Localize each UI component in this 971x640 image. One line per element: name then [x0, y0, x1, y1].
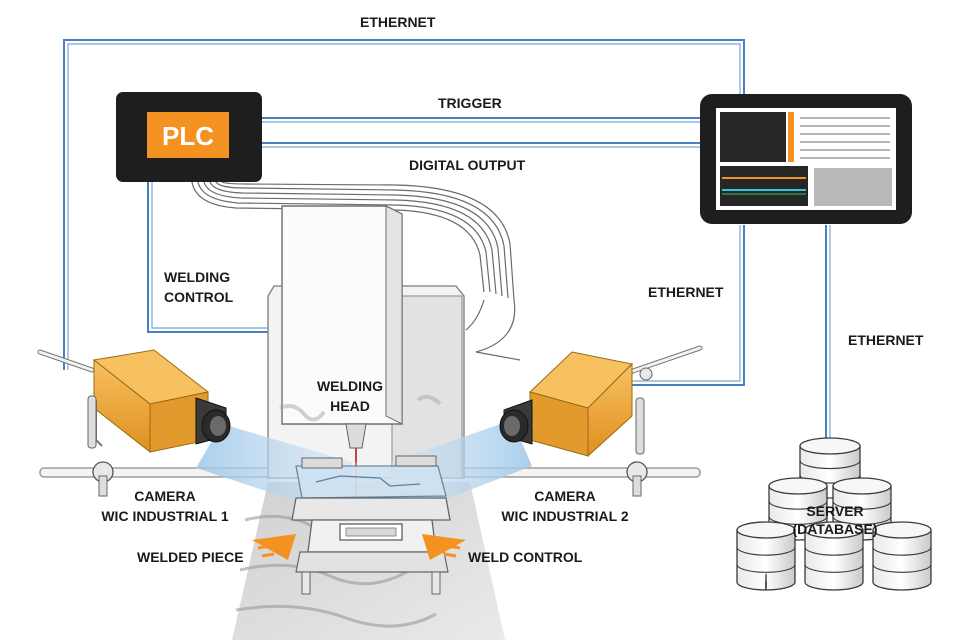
label-camera-2-line-1: CAMERA — [534, 488, 596, 504]
label-ethernet-server: ETHERNET — [848, 332, 924, 348]
database-cylinder — [804, 521, 864, 591]
ethernet-cables — [63, 39, 831, 445]
plc-icon — [116, 92, 262, 182]
label-welding-head-line-2: HEAD — [330, 398, 370, 414]
arrow-icon-left — [252, 534, 296, 560]
plc-monitor-cables — [147, 117, 700, 333]
label-welding-control-line-2: CONTROL — [164, 289, 234, 305]
ribbon-cable — [191, 181, 521, 361]
camera-icon-2 — [499, 345, 703, 458]
label-trigger: TRIGGER — [438, 95, 502, 111]
label-welding-head-line-1: WELDING — [316, 378, 384, 394]
welding-head-icon — [267, 205, 465, 520]
label-camera-1-line-1: CAMERA — [134, 488, 196, 504]
plc-label: PLC — [162, 121, 214, 151]
server-label-line-2: (DATABASE) — [792, 521, 877, 537]
welded-piece-fixture — [291, 455, 451, 595]
label-ethernet-right: ETHERNET — [648, 284, 724, 300]
label-weld-control: WELD CONTROL — [468, 549, 583, 565]
database-cylinder — [736, 521, 796, 591]
monitor-icon — [700, 94, 912, 224]
label-ethernet-top: ETHERNET — [360, 14, 436, 30]
server-label-line-1: SERVER — [806, 503, 863, 519]
label-welded-piece: WELDED PIECE — [137, 549, 244, 565]
label-welding-control-line-1: WELDING — [164, 269, 231, 285]
camera-icon-1 — [37, 349, 231, 454]
database-icon — [736, 437, 932, 591]
arrow-icon-right — [422, 534, 466, 560]
label-camera-1-line-2: WIC INDUSTRIAL 1 — [101, 508, 229, 524]
label-camera-2-line-2: WIC INDUSTRIAL 2 — [501, 508, 629, 524]
database-cylinder — [872, 521, 932, 591]
label-digital-output: DIGITAL OUTPUT — [409, 157, 526, 173]
